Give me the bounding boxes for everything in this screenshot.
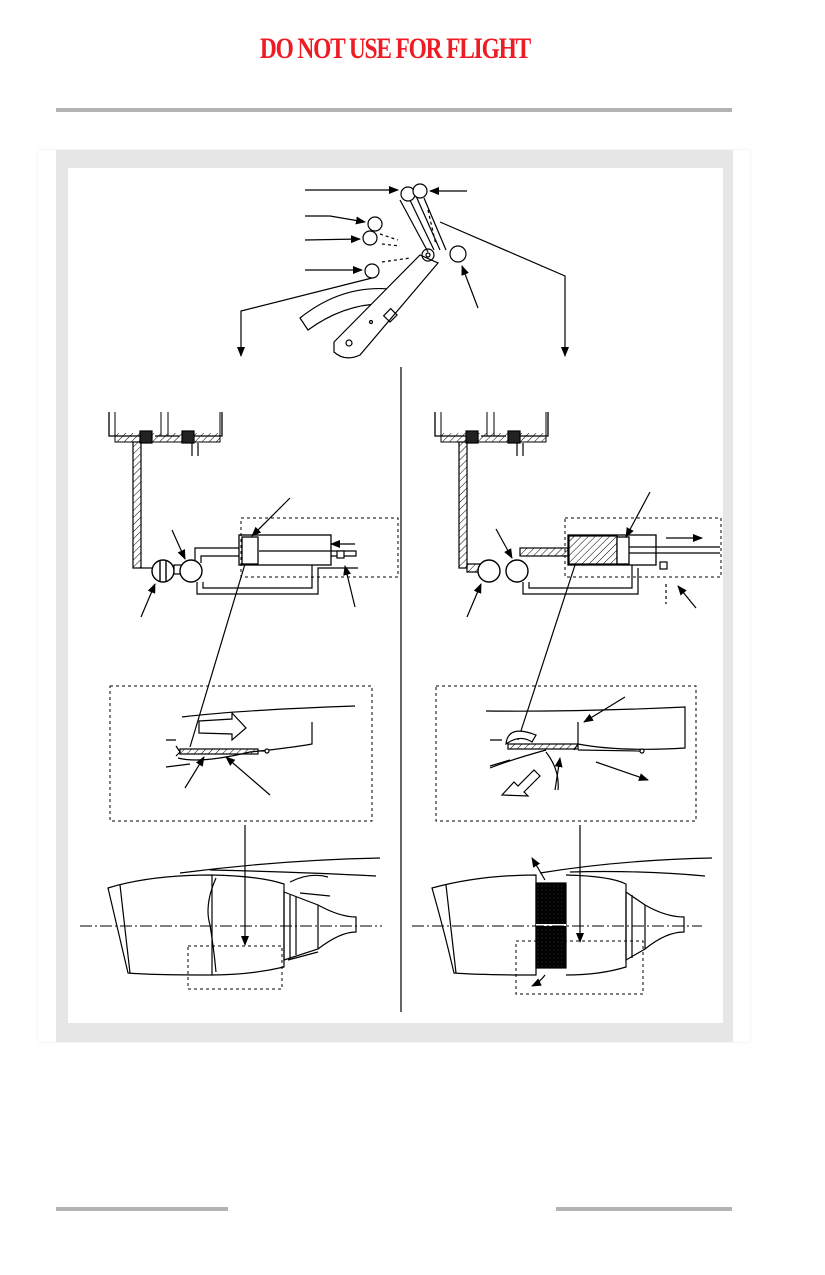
reverse-thrust-view bbox=[412, 412, 722, 995]
callout-bubble bbox=[412, 183, 428, 199]
footer-rule-left bbox=[56, 1207, 228, 1211]
callout-bubble bbox=[364, 263, 380, 279]
callout-bubble bbox=[367, 216, 383, 232]
do-not-use-for-flight-banner: DO NOT USE FOR FLIGHT bbox=[259, 32, 531, 65]
forward-thrust-view bbox=[80, 412, 399, 990]
callout-bubble bbox=[362, 230, 378, 246]
header-rule bbox=[56, 108, 732, 112]
throttle-lever-assembly bbox=[237, 183, 569, 359]
footer-rule-right bbox=[556, 1207, 732, 1211]
callout-bubble bbox=[449, 245, 467, 263]
